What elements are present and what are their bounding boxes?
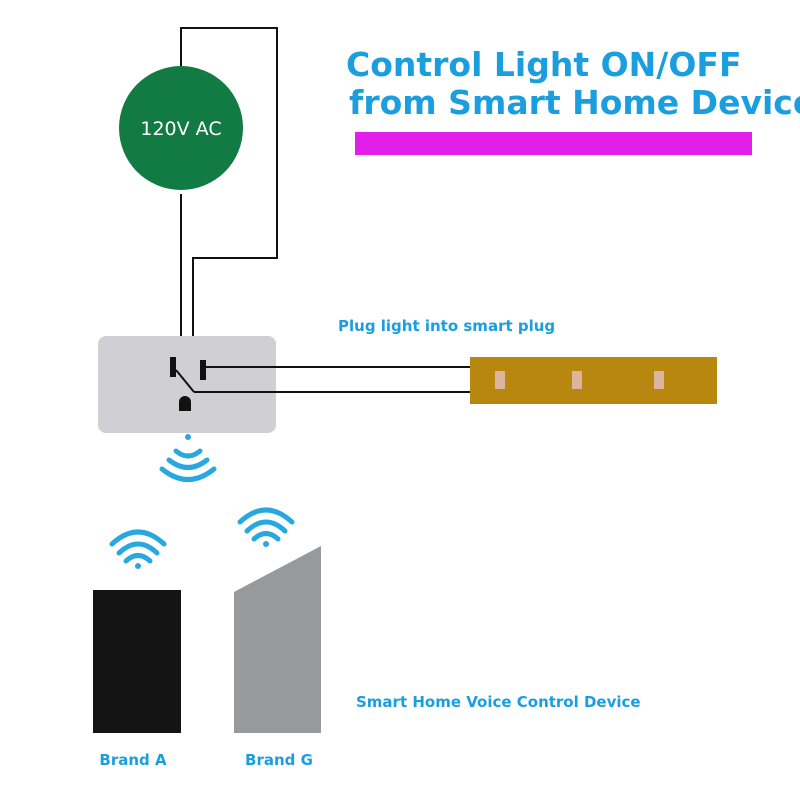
power-source: 120V AC (119, 66, 243, 190)
brand-g-device (234, 546, 321, 733)
light-strip (470, 357, 717, 404)
light-strip-led-1 (495, 371, 505, 389)
ac-label: 120V AC (140, 118, 221, 140)
light-strip-body (470, 357, 717, 404)
brand-a-label: Brand A (99, 751, 167, 769)
brand-a-device (93, 590, 181, 733)
light-strip-led-2 (572, 371, 582, 389)
brand-g-wifi-icon (237, 507, 295, 547)
light-wiring (194, 366, 470, 393)
voice-control-label: Smart Home Voice Control Device (356, 693, 641, 711)
plug-wifi-icon (159, 434, 217, 482)
ac-wiring (180, 27, 278, 350)
light-strip-led-3 (654, 371, 664, 389)
title-line-2: from Smart Home Device (349, 83, 800, 122)
relay-switch (175, 369, 195, 393)
title-accent-bar (355, 132, 752, 155)
outlet-slot-right (200, 360, 206, 380)
brand-a-wifi-icon (109, 529, 167, 569)
outlet-slot-left (170, 357, 176, 377)
wire-neutral (180, 27, 278, 350)
smart-plug (98, 336, 276, 433)
plug-label: Plug light into smart plug (338, 317, 555, 335)
title-line-1: Control Light ON/OFF (346, 45, 741, 84)
brand-g-label: Brand G (245, 751, 313, 769)
ac-circle (119, 66, 243, 190)
outlet-ground (179, 396, 191, 411)
